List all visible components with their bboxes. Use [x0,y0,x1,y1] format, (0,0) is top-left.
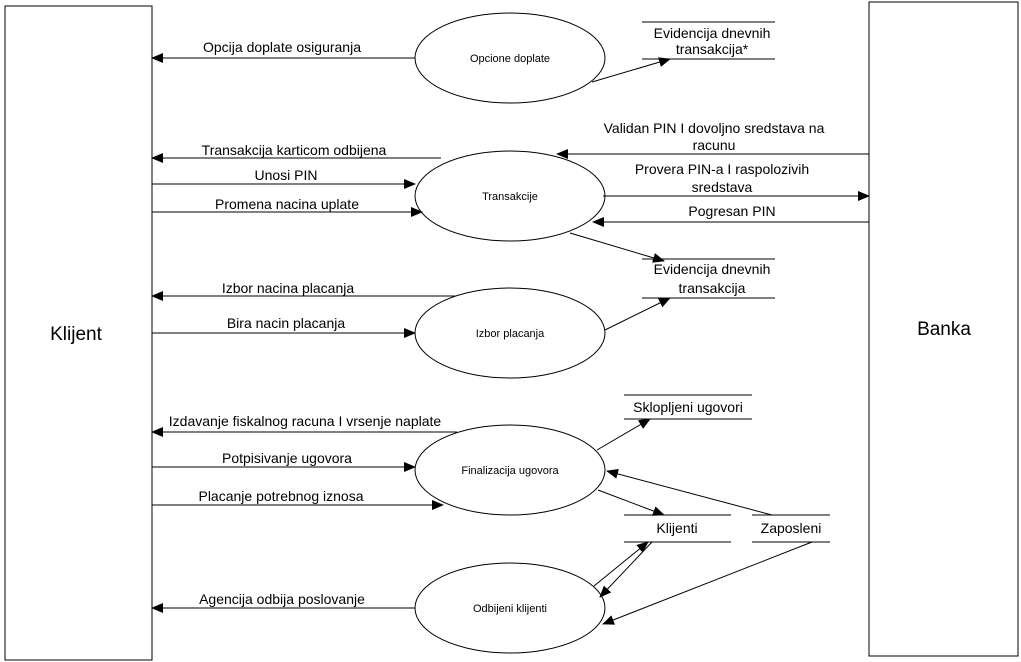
process-payment-choice-label: Izbor placanja [476,328,545,340]
flow-invoice-label: Izdavanje fiskalnog racuna I vrsenje nap… [169,413,442,429]
flow-enter-pin-label: Unosi PIN [254,167,317,183]
employees-label: Zaposleni [761,520,822,536]
flow-valid-pin-label2: racunu [693,137,736,153]
flow-employees-to-rejected [602,541,813,625]
process-transactions: Transakcije [414,150,606,242]
process-transactions-label: Transakcije [482,191,538,203]
store-contracts-label: Sklopljeni ugovori [633,399,743,415]
process-optional: Opcione doplate [414,12,606,104]
flow-check-pin-label1: Provera PIN-a I raspolozivih [635,161,809,177]
store-daily: Evidencija dnevnih transakcija [642,258,775,299]
store-daily-star: Evidencija dnevnih transakcija* [642,21,775,60]
process-finalization-label: Finalizacija ugovora [461,465,559,477]
flow-payment-method-choice-label: Izbor nacina placanja [222,280,355,296]
bank-label: Banka [917,319,971,340]
bank-entity: Banka [868,1,1019,657]
store-daily-line1: Evidencija dnevnih [654,261,771,277]
store-clients-label: Klijenti [656,520,697,536]
process-rejected: Odbijeni klijenti [414,562,606,654]
flow-wrong-pin-label: Pogresan PIN [688,203,775,219]
flow-optional-to-store [591,57,671,83]
flow-rejected-to-clients [593,541,649,587]
flow-check-pin-label2: sredstava [692,179,753,195]
store-contracts: Sklopljeni ugovori [624,394,752,420]
flow-employees-to-finalization [606,469,773,516]
process-finalization: Finalizacija ugovora [414,424,606,516]
flow-payment-to-store [604,297,671,331]
flow-agency-refuses-label: Agencija odbija poslovanje [199,591,365,607]
flow-pay-amount-label: Placanje potrebnog iznosa [198,488,363,504]
client-label: Klijent [50,324,102,345]
store-daily-line2: transakcija [679,280,746,296]
process-payment-choice: Izbor placanja [414,287,606,379]
flow-valid-pin-label1: Validan PIN I dovoljno sredstava na [604,120,825,136]
flow-finalization-to-contracts [596,418,651,451]
process-rejected-label: Odbijeni klijenti [473,603,547,615]
flow-insurance-option-label: Opcija doplate osiguranja [203,39,361,55]
store-daily-star-line2: transakcija* [676,41,749,57]
employees-entity: Zaposleni [752,514,830,543]
flow-finalization-to-clients [597,489,665,516]
store-daily-star-line1: Evidencija dnevnih [654,25,771,41]
flow-change-payment-label: Promena nacina uplate [215,196,359,212]
flow-signing-label: Potpisivanje ugovora [222,450,352,466]
store-clients: Klijenti [624,514,731,543]
flow-transactions-to-store [569,232,665,263]
flow-chooses-method-label: Bira nacin placanja [227,315,346,331]
client-entity: Klijent [4,5,153,661]
flow-clients-to-rejected [599,541,653,598]
flow-card-rejected-label: Transakcija karticom odbijena [202,142,387,158]
process-optional-label: Opcione doplate [470,53,550,65]
